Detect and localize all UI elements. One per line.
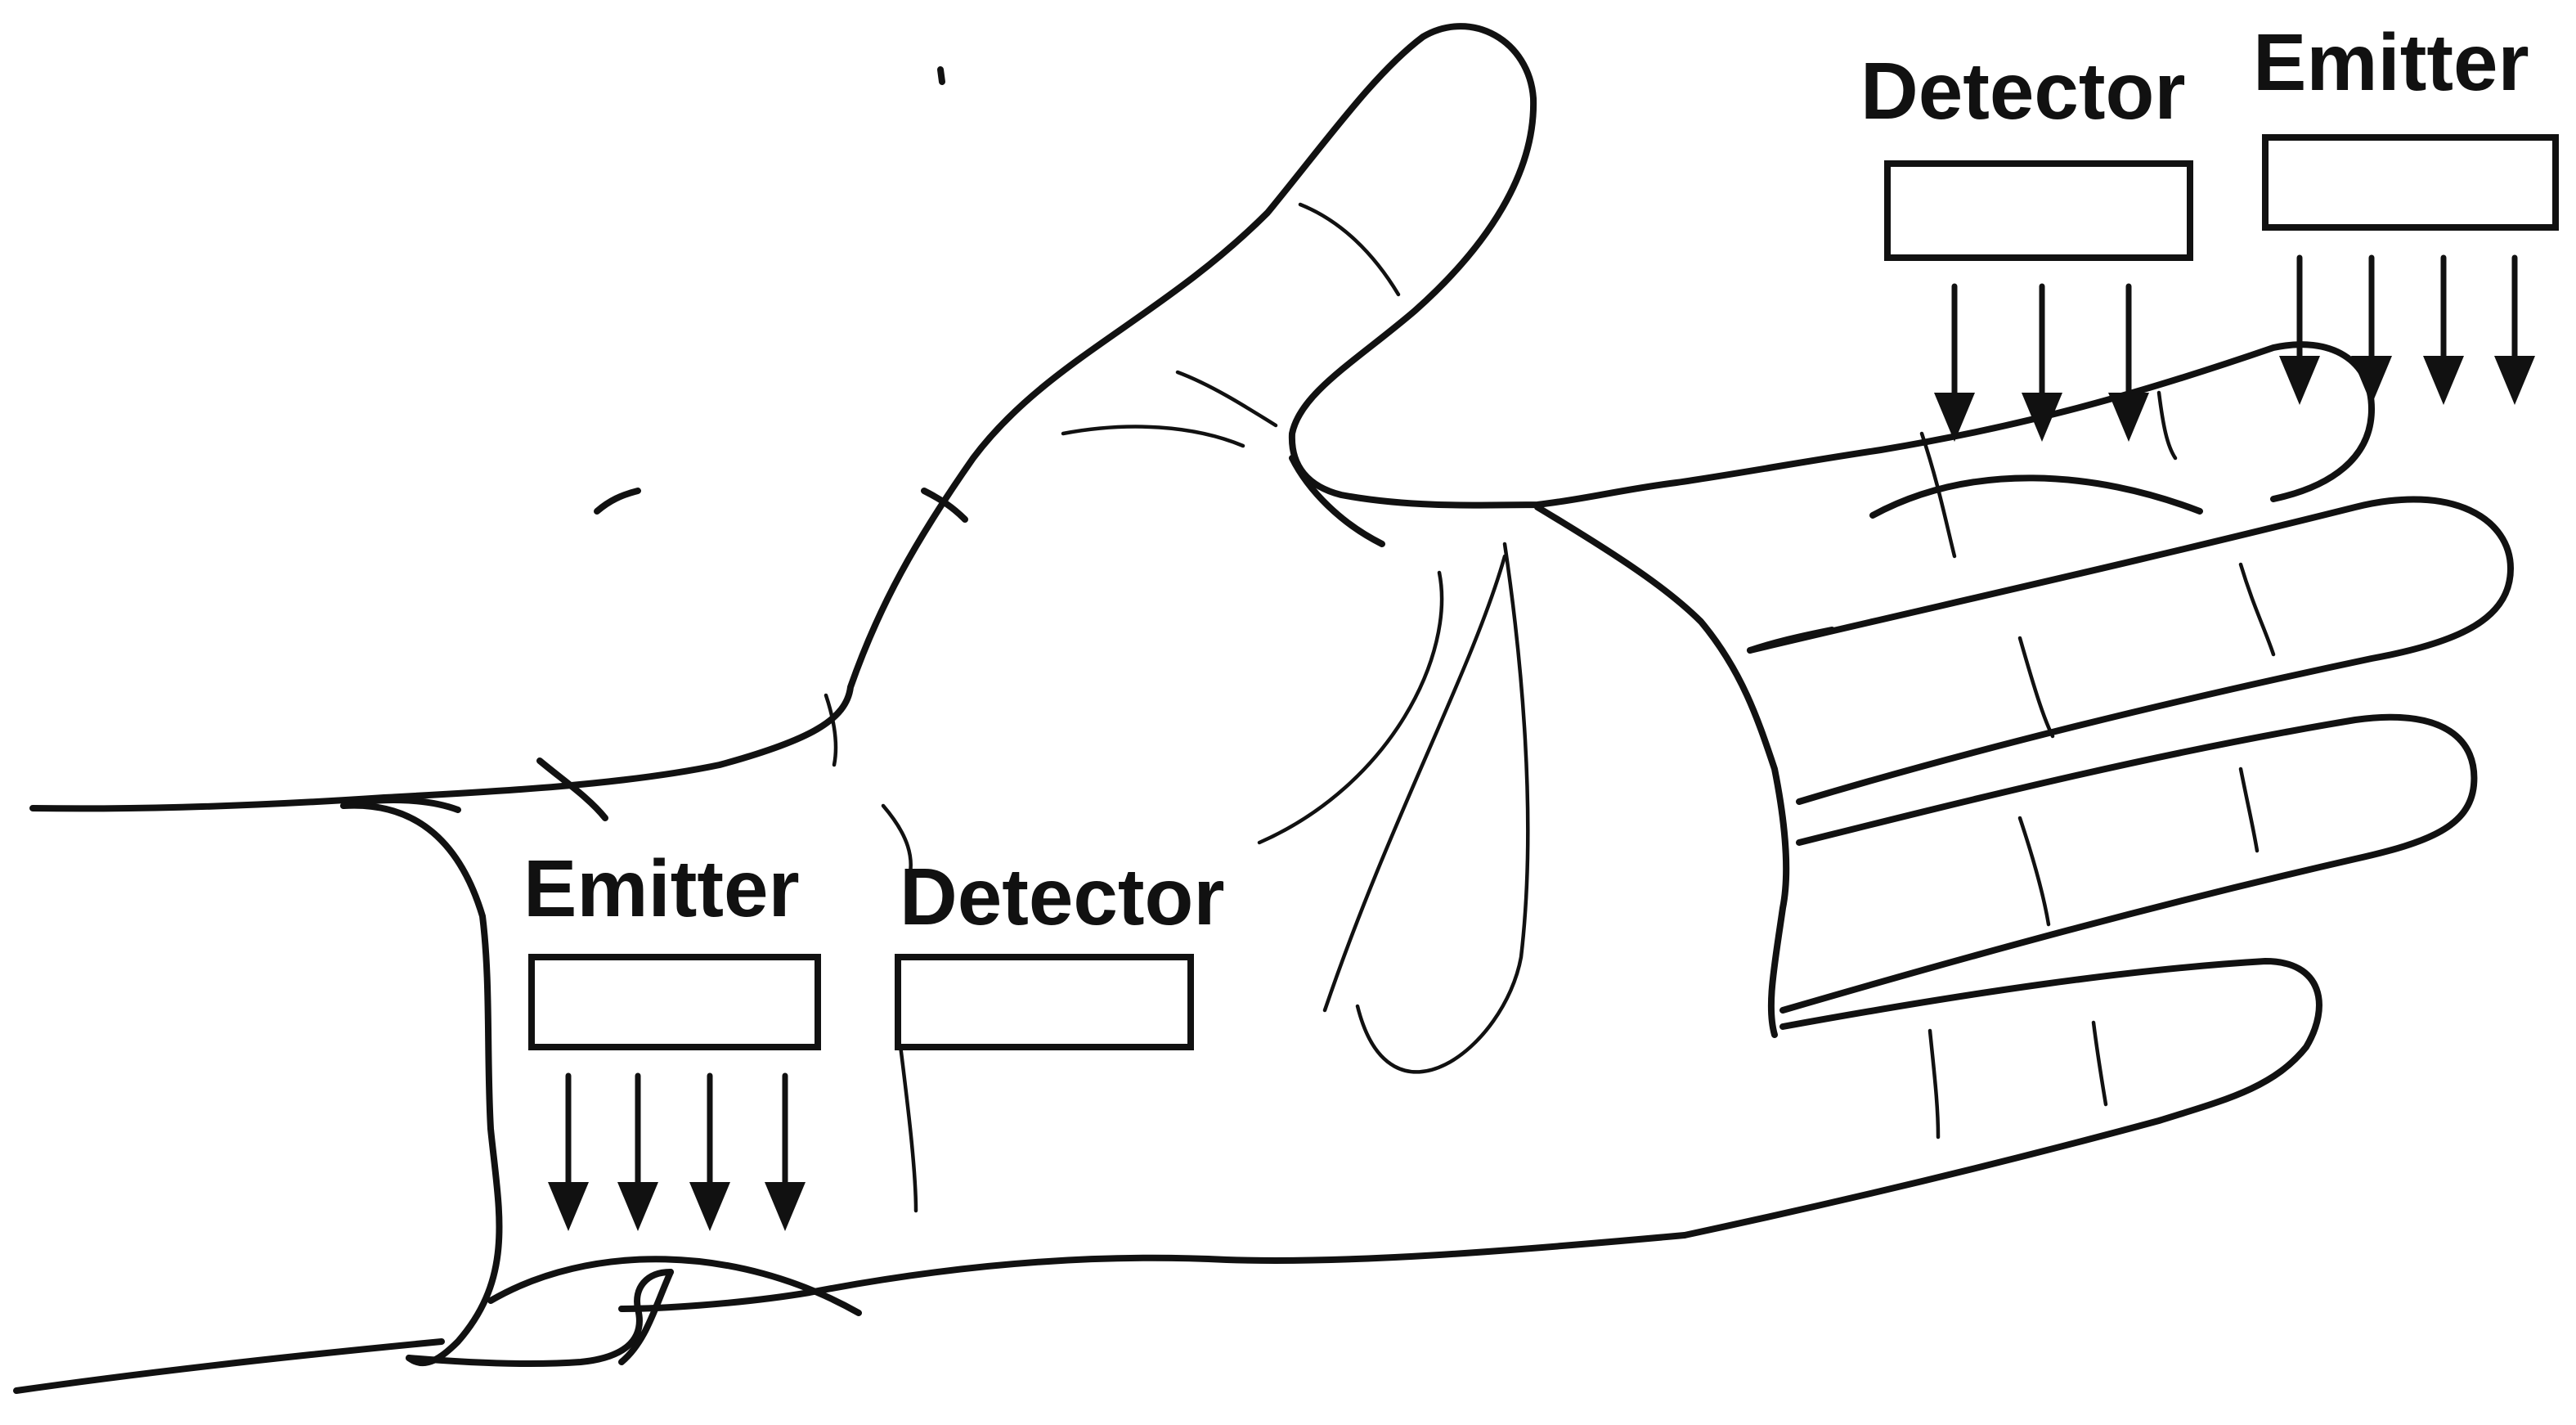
finger-detector-box	[1887, 164, 2190, 258]
wrist-detector-label: Detector	[900, 852, 1225, 942]
thumb-crease-3	[1063, 427, 1243, 446]
palm-center-crease	[1358, 544, 1528, 1072]
finger-emitter: Emitter	[2253, 17, 2556, 405]
finger-detector-arrow-1	[1934, 286, 1975, 442]
index-finger	[1750, 499, 2511, 802]
wrist-detector-box	[898, 957, 1191, 1047]
thumb-crease-1	[1300, 205, 1398, 294]
finger-band-arc	[1873, 478, 2200, 515]
palm-vertical-crease	[900, 1039, 916, 1211]
ring-joint-2	[2241, 769, 2257, 851]
finger-emitter-label: Emitter	[2253, 17, 2529, 107]
thumb-side-edge	[384, 26, 2372, 798]
wrist-emitter: Emitter	[523, 843, 818, 1231]
thumb-crease-2	[1178, 372, 1276, 425]
palm-lower-edge	[622, 1235, 1685, 1309]
wrist-emitter-arrow-4	[765, 1076, 806, 1231]
finger-detector-arrows	[1934, 286, 2149, 442]
forearm-bottom-edge	[16, 1342, 442, 1391]
wrist-emitter-arrows	[548, 1076, 806, 1231]
finger-detector-label: Detector	[1860, 46, 2186, 136]
finger-emitter-arrow-1	[2279, 258, 2320, 405]
finger-emitter-arrow-3	[2423, 258, 2464, 405]
wrist-emitter-box	[532, 957, 818, 1047]
index-knuckle-top	[1750, 630, 1832, 650]
finger-detector: Detector	[1860, 46, 2190, 442]
pinky-joint-2	[2094, 1023, 2106, 1104]
finger-base-line	[1537, 507, 1786, 1035]
wrist-emitter-arrow-1	[548, 1076, 589, 1231]
middle-finger	[1783, 717, 2474, 1010]
palm-creases	[826, 205, 2273, 1211]
skin-mark-top	[940, 70, 942, 82]
wrist-detector: Detector	[898, 852, 1225, 1047]
finger-emitter-box	[2265, 137, 2556, 227]
finger-detector-arrow-3	[2108, 286, 2149, 442]
ring-joint-1	[2020, 818, 2049, 924]
forearm-top-edge	[33, 798, 384, 808]
finger-emitter-arrows	[2279, 258, 2535, 405]
finger-emitter-arrow-4	[2494, 258, 2535, 405]
index-joint-2	[2159, 393, 2175, 458]
wrist-emitter-arrow-3	[689, 1076, 730, 1231]
middle-joint-1	[2020, 638, 2053, 736]
wrist-emitter-arrow-2	[617, 1076, 658, 1231]
wrist-band-front	[343, 806, 499, 1364]
finger-emitter-arrow-2	[2351, 258, 2392, 405]
thenar-crease	[1259, 573, 1442, 843]
skin-mark-left	[597, 491, 638, 511]
heel-crease	[826, 695, 836, 765]
wrist-emitter-label: Emitter	[523, 843, 800, 933]
middle-joint-2	[2241, 564, 2273, 654]
pinky-joint-1	[1930, 1031, 1938, 1137]
ring-finger	[1685, 961, 2319, 1235]
finger-band	[1873, 478, 2200, 515]
